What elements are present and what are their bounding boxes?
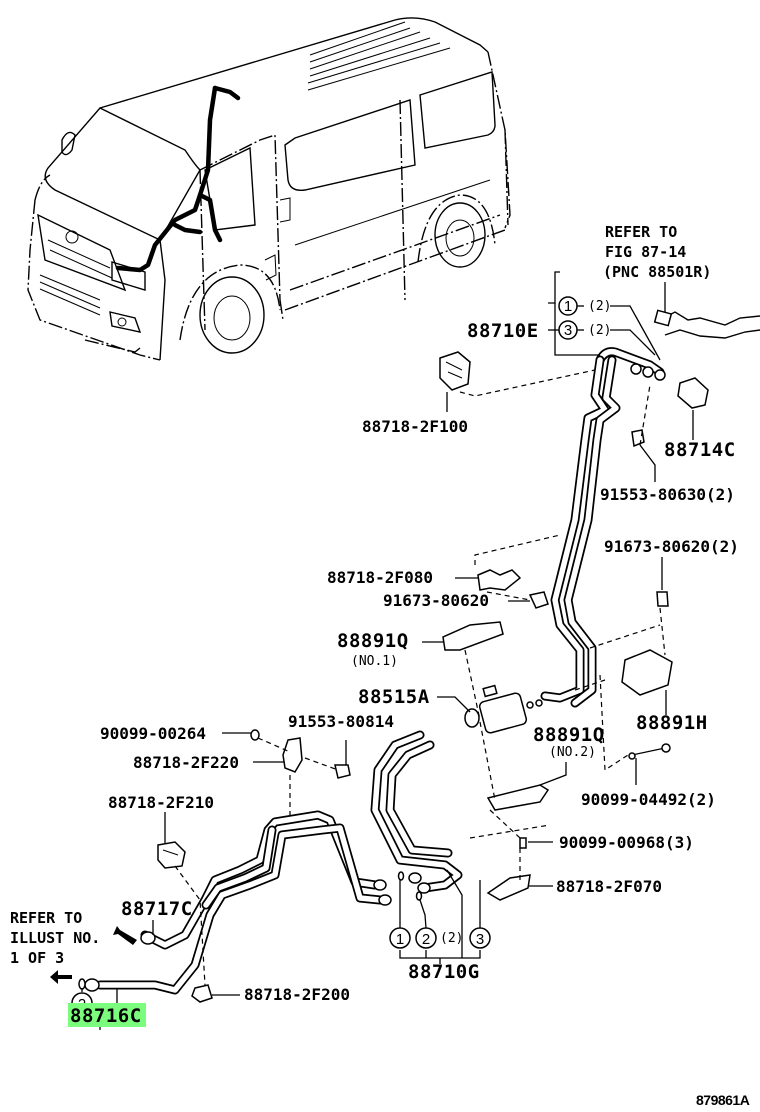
reference-bottom-left: REFER TO ILLUST NO. 1 OF 3 bbox=[10, 909, 100, 967]
callout-circle bbox=[469, 927, 491, 949]
callout-circle bbox=[558, 296, 578, 316]
part-label-88714C[interactable]: 88714C bbox=[664, 439, 736, 461]
part-label-90099-04492[interactable]: 90099-04492(2) bbox=[581, 790, 716, 809]
part-label-88710E[interactable]: 88710E bbox=[467, 320, 539, 342]
svg-text:REFER TO: REFER TO bbox=[10, 909, 82, 927]
part-sub-label-no1: (NO.1) bbox=[351, 654, 398, 669]
small-parts bbox=[157, 309, 760, 1003]
reference-top-right: REFER TO FIG 87-14 (PNC 88501R) bbox=[603, 223, 711, 281]
part-label-88710G[interactable]: 88710G bbox=[408, 961, 480, 983]
assembly-lines bbox=[174, 369, 666, 986]
part-label-91553-80630[interactable]: 91553-80630(2) bbox=[600, 485, 735, 504]
callout-number: 1 bbox=[564, 298, 572, 315]
arrow-left-icon bbox=[50, 970, 72, 984]
part-sub-label-no2: (NO.2) bbox=[549, 745, 596, 760]
callout-qty: (2) bbox=[588, 323, 611, 338]
part-label-88718-2F070[interactable]: 88718-2F070 bbox=[556, 877, 662, 896]
leader-lines bbox=[81, 271, 694, 1030]
part-label-88515A[interactable]: 88515A bbox=[358, 686, 430, 708]
part-label-90099-00264[interactable]: 90099-00264 bbox=[100, 724, 206, 743]
callout-number: 1 bbox=[396, 931, 404, 948]
callout-qty: (2) bbox=[588, 299, 611, 314]
callout-circle bbox=[415, 927, 437, 949]
part-label-91673-80620-2[interactable]: 91673-80620(2) bbox=[604, 537, 739, 556]
part-label-88718-2F220[interactable]: 88718-2F220 bbox=[133, 753, 239, 772]
highlight-88716C bbox=[68, 1003, 146, 1027]
van-illustration bbox=[27, 17, 511, 361]
part-label-88718-2F210[interactable]: 88718-2F210 bbox=[108, 793, 214, 812]
svg-text:(PNC 88501R): (PNC 88501R) bbox=[603, 263, 711, 281]
svg-text:FIG 87-14: FIG 87-14 bbox=[605, 243, 686, 261]
part-label-88718-2F200[interactable]: 88718-2F200 bbox=[244, 985, 350, 1004]
callout-circle bbox=[389, 927, 411, 949]
cooler-pipes bbox=[78, 347, 666, 995]
callout-circle bbox=[558, 320, 578, 340]
svg-text:1 OF 3: 1 OF 3 bbox=[10, 949, 64, 967]
callout-number: 2 bbox=[422, 931, 430, 948]
callout-number: 3 bbox=[564, 322, 572, 339]
part-label-90099-00968[interactable]: 90099-00968(3) bbox=[559, 833, 694, 852]
figure-code: 879861A bbox=[696, 1092, 750, 1108]
arrow-upper-left-icon bbox=[113, 926, 137, 945]
part-label-91673-80620[interactable]: 91673-80620 bbox=[383, 591, 489, 610]
part-label-91553-80814[interactable]: 91553-80814 bbox=[288, 712, 394, 731]
callout-qty: (2) bbox=[440, 931, 463, 946]
direction-arrows bbox=[50, 926, 137, 984]
part-label-88891Q-no1[interactable]: 88891Q bbox=[337, 630, 409, 652]
part-label-88717C[interactable]: 88717C bbox=[121, 898, 193, 920]
svg-text:REFER TO: REFER TO bbox=[605, 223, 677, 241]
part-label-88891H[interactable]: 88891H bbox=[636, 712, 708, 734]
callout-number: 3 bbox=[476, 931, 484, 948]
part-label-88718-2F100[interactable]: 88718-2F100 bbox=[362, 417, 468, 436]
svg-text:ILLUST NO.: ILLUST NO. bbox=[10, 929, 100, 947]
part-label-88716C[interactable]: 88716C bbox=[70, 1005, 142, 1027]
part-label-88891Q-no2[interactable]: 88891Q bbox=[533, 724, 605, 746]
part-label-88718-2F080[interactable]: 88718-2F080 bbox=[327, 568, 433, 587]
callouts-88710E: 1 (2) 3 (2) bbox=[558, 296, 611, 340]
callouts-88710G: 1 2 (2) 3 bbox=[389, 927, 491, 949]
